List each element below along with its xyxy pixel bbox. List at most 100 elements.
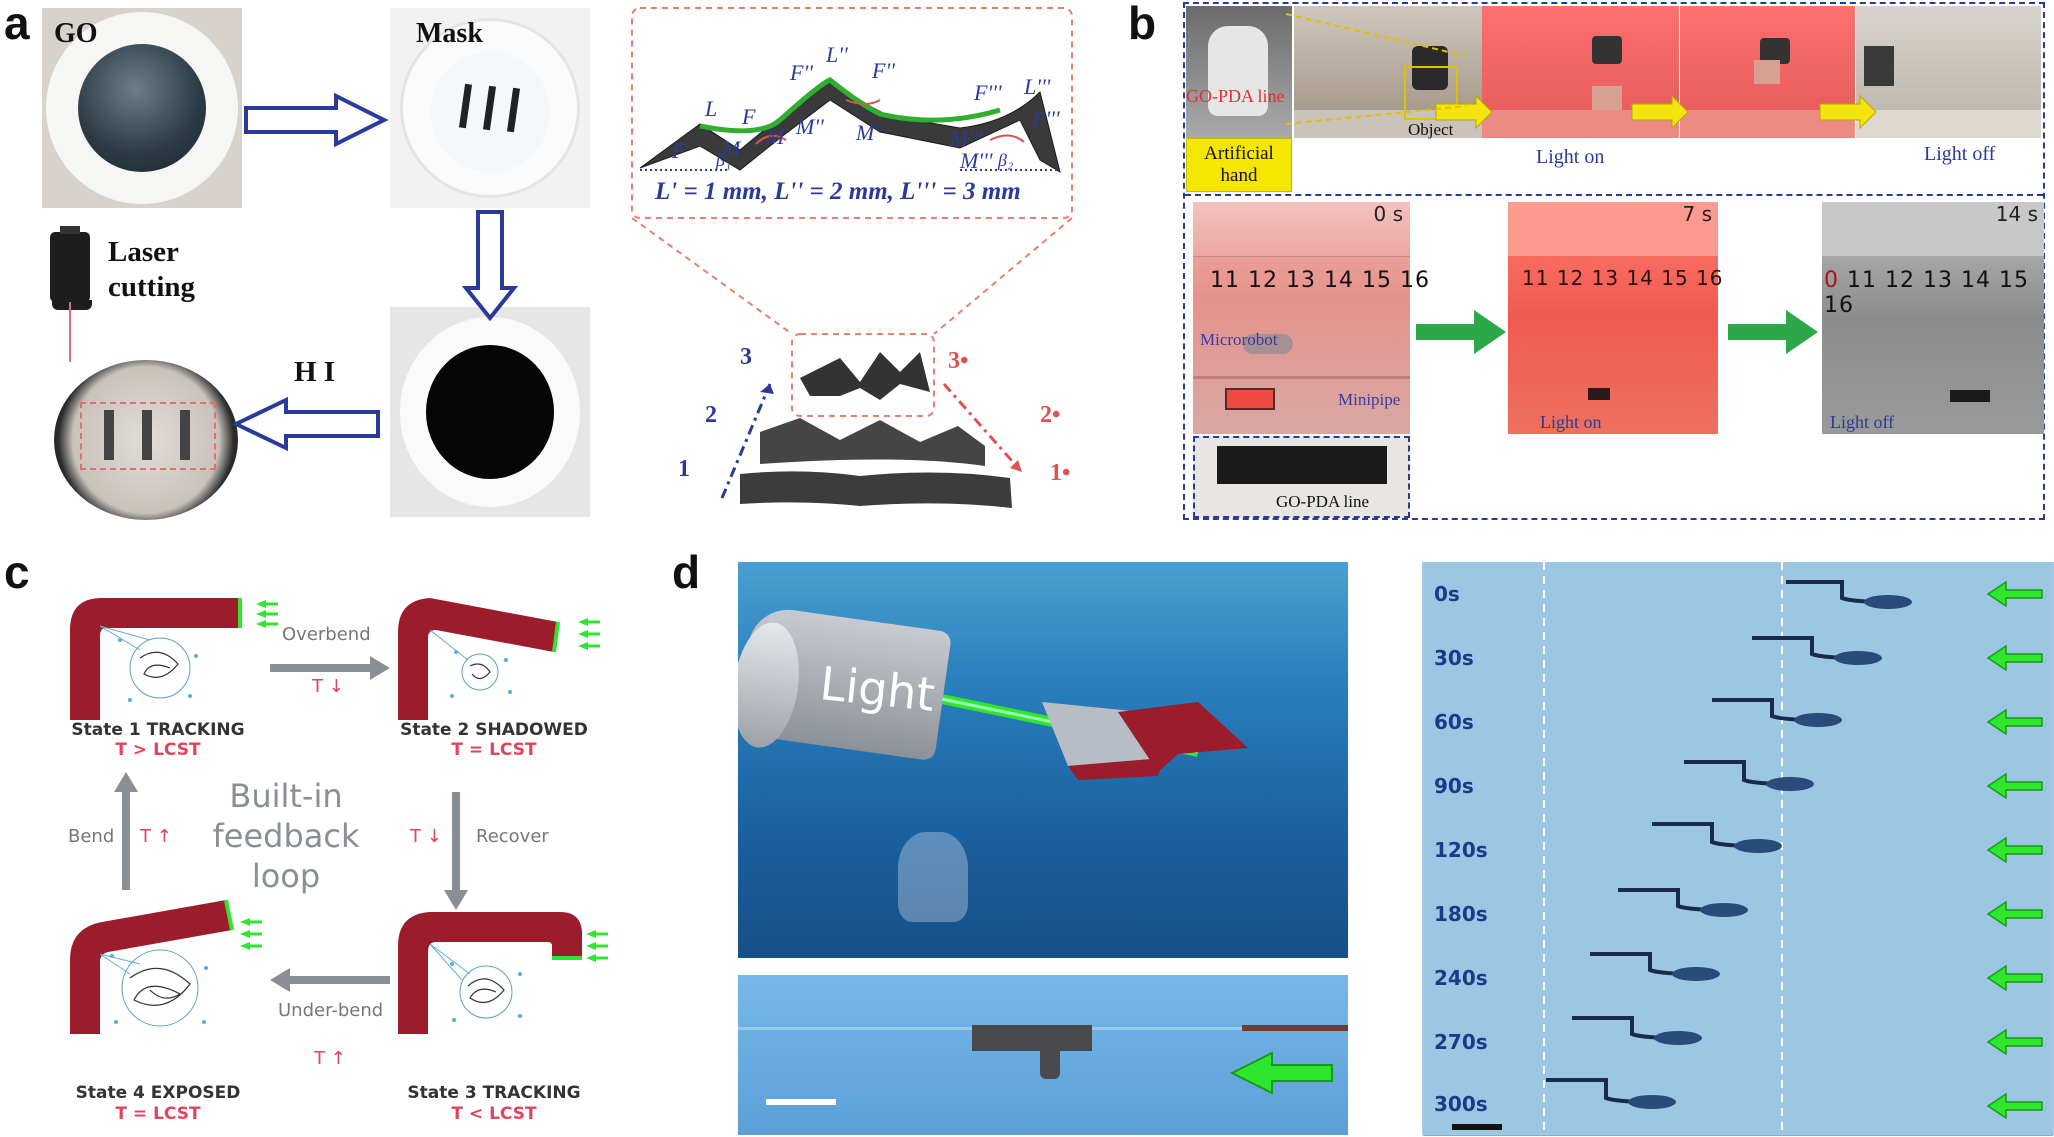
mask-label: Mask [416,18,483,49]
panel-b-frame [1183,2,2045,520]
microrobot-swim-photo [738,975,1348,1135]
go-label: GO [54,18,98,49]
state3-temp: T < LCST [451,1104,537,1124]
microrobot-7s-photo [1508,202,1718,434]
timelapse-strip-7 [1423,1010,2053,1075]
time-label-120s: 120s [1434,838,1488,862]
ruler-7s-13: 13 [1591,266,1620,290]
panel-label-b: b [1128,0,1157,49]
feedback-title-3: loop [251,857,321,895]
panel-label-a: a [4,0,30,49]
state4-temp: T = LCST [115,1104,201,1124]
label-F3: F''' [974,80,1002,105]
laser-cutting-photo [42,300,242,525]
feedback-title-1: Built-in [229,777,343,815]
ruler-7s-16: 16 [1696,266,1724,290]
label-beta1: β₁ [716,150,732,170]
light-off-label-bottom: Light off [1830,412,1895,432]
ruler-0s-16: 16 [1400,268,1430,293]
time-label-90s: 90s [1434,774,1474,798]
time-14s: 14 s [1995,202,2038,226]
label-F2b: F'' [872,58,895,83]
mask-photo: Mask [390,8,590,208]
state4-name: State 4 EXPOSED [75,1083,241,1103]
masked-go-photo [390,307,590,517]
green-arrow-d-swim [1229,1051,1333,1095]
artificial-hand-photo [1186,6,1292,138]
label-F3b: F''' [1032,106,1060,131]
ruler-14s: 0 11 12 13 14 15 16 [1824,268,2054,318]
label-L1: L [705,96,718,121]
light-on-label-top: Light on [1536,146,1605,168]
step-1-dot: 1• [1050,460,1071,486]
step-3-dot: 3• [948,348,969,374]
timelapse-strip-0 [1423,562,2053,627]
label-M1b: M [766,124,785,149]
laser-label: Laser cutting [108,235,195,305]
label-L3: L''' [1024,74,1051,99]
timelapse-strip-1 [1423,626,2053,691]
ruler-14s-15: 15 [1999,268,2029,293]
label-F2: F'' [790,60,813,85]
feedback-title-2: feedback [212,817,360,855]
ruler-14s-12: 12 [1885,268,1915,293]
step-3: 3 [740,344,752,370]
time-label-60s: 60s [1434,710,1474,734]
label-M2b: M'' [856,120,884,145]
ruler-14s-14: 14 [1961,268,1991,293]
yellow-arrows [1285,13,1877,130]
bend-label: Bend [68,826,115,847]
recover-label: Recover [476,826,549,847]
label-M2: M'' [796,114,824,139]
step-2: 2 [705,402,717,428]
gopda-inset-photo [1193,436,1410,518]
label-F1: F [672,138,686,163]
gopda-line-label: GO-PDA line [1186,86,1285,106]
timelapse-strip-3 [1423,754,2053,819]
ruler-7s-15: 15 [1661,266,1689,290]
ruler-7s: 11 12 13 14 15 16 [1522,266,1724,290]
underwater-render: Light [738,562,1348,958]
ruler-7s-11: 11 [1522,266,1550,290]
overbend-temp: T ↓ [312,676,344,697]
time-0s: 0 s [1373,202,1403,226]
microrobot-14s-photo [1822,202,2044,434]
feedback-loop-diagram [70,598,608,1034]
step-1: 1 [678,456,690,482]
green-arrows-b [1416,310,1818,354]
light-on-label-bottom: Light on [1540,412,1602,432]
bend-temp: T ↑ [140,826,172,847]
light-on-photo-1 [1482,6,1679,138]
label-M3: M''' [950,126,983,151]
ruler-0s-15: 15 [1362,268,1392,293]
time-label-180s: 180s [1434,902,1488,926]
time-label-270s: 270s [1434,1030,1488,1054]
underbend-temp: T ↑ [314,1048,346,1069]
time-label-300s: 300s [1434,1092,1488,1116]
ruler-14s-16: 16 [1824,293,1854,318]
time-label-30s: 30s [1434,646,1474,670]
overbend-label: Overbend [282,624,371,645]
ruler-0s: 11 12 13 14 15 16 [1210,268,1430,293]
time-label-0s: 0s [1434,582,1460,606]
laser-label-line1: Laser [108,236,179,268]
label-L2: L'' [826,42,848,67]
recover-temp: T ↓ [410,826,442,847]
process-arrows [231,7,1073,508]
minipipe-label: Minipipe [1338,390,1401,409]
step-2-dot: 2• [1040,402,1061,428]
ruler-14s-11: 11 [1847,268,1877,293]
artificial-hand-label-1: Artificial [1204,143,1274,164]
time-7s: 7 s [1682,202,1712,226]
go-film-photo: GO [42,8,242,208]
state3-name: State 3 TRACKING [407,1083,581,1103]
state2-temp: T = LCST [451,740,537,760]
state1-name: State 1 TRACKING [71,720,245,740]
ruler-0s-14: 14 [1324,268,1354,293]
state2-name: State 2 SHADOWED [400,720,588,740]
microrobot-label: Microrobot [1200,330,1278,349]
panel-label-d: d [672,546,701,598]
hi-label: H I [294,356,336,388]
laser-label-line2: cutting [108,271,195,303]
object-label: Object [1408,120,1454,139]
